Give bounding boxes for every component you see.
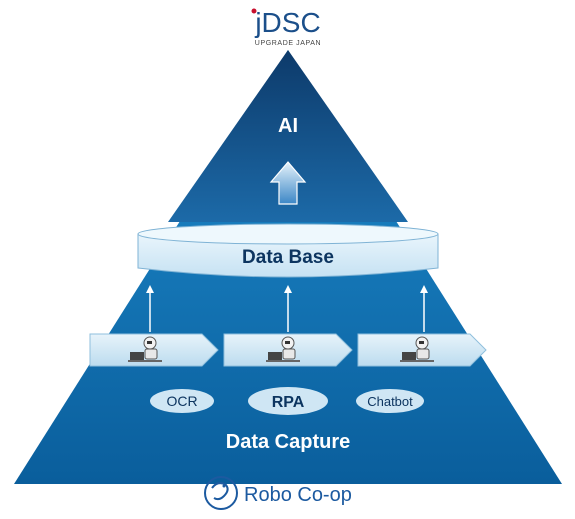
up-arrow-icon	[269, 161, 307, 205]
process-chevrons	[89, 333, 487, 367]
pill-chatbot	[356, 389, 424, 413]
robo-coop-label: Robo Co-op	[244, 484, 352, 506]
feed-arrows	[146, 285, 428, 332]
jdsc-logo: jDSC UPGRADE JAPAN	[251, 7, 321, 47]
robo-coop-logo: Robo Co-op	[204, 476, 352, 510]
pill-ocr	[150, 389, 214, 413]
ocr-label: OCR	[166, 393, 197, 409]
arrow-head-icon	[420, 285, 428, 293]
robo-coop-emblem-icon	[204, 476, 238, 510]
database-cylinder: Data Base	[137, 223, 439, 278]
database-label: Data Base	[242, 247, 334, 268]
logo-dot-icon	[251, 8, 257, 14]
chatbot-label: Chatbot	[367, 394, 413, 409]
pyramid-top-section	[168, 50, 408, 222]
logo-tagline: UPGRADE JAPAN	[255, 40, 321, 47]
rpa-label: RPA	[272, 394, 305, 411]
robot-icon	[400, 336, 434, 362]
data-capture-label: Data Capture	[226, 431, 350, 453]
method-pills: OCR RPA Chatbot	[150, 387, 424, 415]
logo-text: jDSC	[254, 7, 320, 38]
robot-icon	[128, 336, 162, 362]
robot-icon	[266, 336, 300, 362]
arrow-head-icon	[284, 285, 292, 293]
arrow-head-icon	[146, 285, 154, 293]
pill-rpa	[248, 387, 328, 415]
ai-label: AI	[278, 115, 298, 137]
